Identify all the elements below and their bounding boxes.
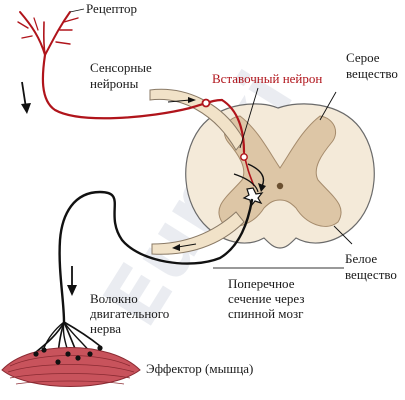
ventral-root-arrow: [172, 243, 197, 251]
label-interneuron: Вставочный нейрон: [212, 71, 322, 86]
dorsal-root-arrow: [167, 97, 196, 103]
motor-arrow: [67, 266, 77, 296]
label-sensory-1: Сенсорные: [90, 60, 152, 75]
interneuron: [233, 151, 259, 193]
label-white-2: вещество: [345, 267, 397, 282]
label-effector: Эффектор (мышца): [146, 361, 253, 376]
label-motor-1: Волокно: [90, 291, 138, 306]
interneuron-pointer: [239, 87, 259, 149]
motor-neuron: [35, 190, 254, 361]
spinal-cord-cross-section: [149, 88, 375, 269]
grey-matter-pointer: [319, 91, 337, 121]
central-canal: [276, 182, 284, 190]
muscle-effector: [1, 345, 141, 387]
label-motor-3: нерва: [90, 321, 121, 336]
label-receptor: Рецептор: [86, 1, 137, 16]
sensory-ganglion: [201, 98, 211, 108]
motor-neuron-body: [242, 187, 264, 208]
label-white-1: Белое: [345, 251, 377, 266]
label-grey-2: вещество: [346, 66, 398, 81]
receptor-pointer: [69, 8, 85, 13]
ventral-root: [151, 211, 245, 255]
sensory-arrow: [21, 81, 31, 114]
label-cross-3: спинной мозг: [228, 306, 304, 321]
label-cross-2: сечение через: [228, 291, 305, 306]
label-motor-2: двигательного: [90, 306, 169, 321]
interneuron-body: [240, 153, 248, 161]
label-grey-1: Серое: [346, 50, 380, 65]
interneuron-arrow: [247, 163, 266, 192]
label-sensory-2: нейроны: [90, 76, 139, 91]
label-cross-1: Поперечное: [228, 276, 295, 291]
white-matter-pointer: [333, 225, 353, 245]
